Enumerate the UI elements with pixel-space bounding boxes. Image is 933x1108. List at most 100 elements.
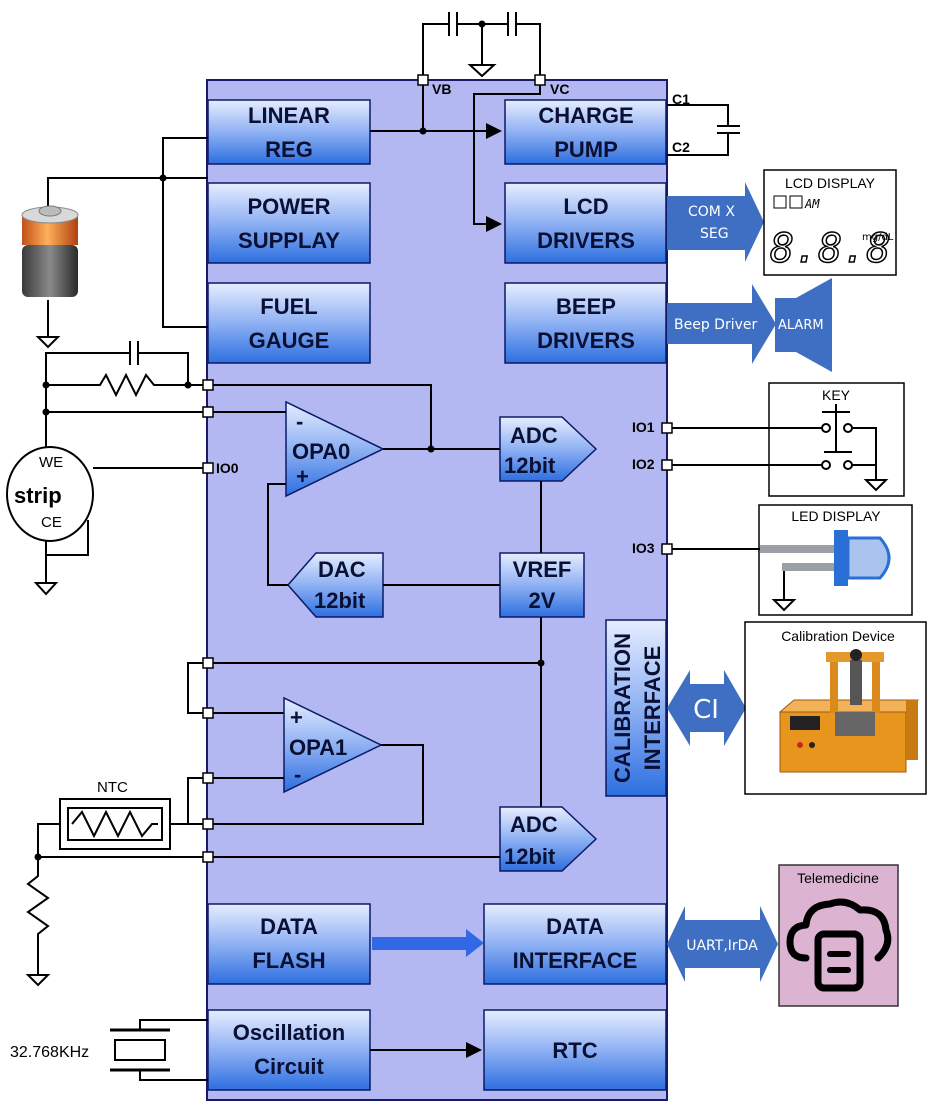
charge-pump-capacitor <box>667 104 740 156</box>
dac-label-1: DAC <box>318 557 366 582</box>
opa1-label: OPA1 <box>289 735 347 760</box>
oscillation-label-2: Circuit <box>254 1054 324 1079</box>
linear-reg-label-2: REG <box>265 137 313 162</box>
calibration-interface-label-1: CALIBRATION <box>610 633 635 783</box>
key-title: KEY <box>822 387 851 403</box>
pin-left-2 <box>202 406 214 418</box>
calibration-device-title: Calibration Device <box>781 628 895 644</box>
vc-pin <box>534 74 546 86</box>
calibration-device-panel: Calibration Device <box>744 621 927 795</box>
lcd-display-unit: mg/dL <box>862 232 894 243</box>
ntc-thermistor: NTC <box>59 779 171 850</box>
c2-label: C2 <box>672 139 690 155</box>
uart-label: UART,IrDA <box>686 938 758 954</box>
led-display-title: LED DISPLAY <box>791 508 881 524</box>
io1-pin <box>661 422 673 434</box>
dac-block: DAC 12bit <box>287 552 384 618</box>
data-interface-block: DATA INTERFACE <box>483 903 667 985</box>
pin-left-1 <box>202 379 214 391</box>
opa0-plus: + <box>296 464 309 489</box>
charge-pump-label-2: PUMP <box>554 137 618 162</box>
lcd-drivers-label-2: DRIVERS <box>537 228 635 253</box>
vref-label-2: 2V <box>529 588 556 613</box>
opa1-plus: + <box>290 705 303 730</box>
calibration-interface-block: CALIBRATION INTERFACE <box>605 619 667 797</box>
power-supply-label-2: SUPPLAY <box>238 228 340 253</box>
led-display-panel: LED DISPLAY <box>672 504 913 616</box>
pin-left-5 <box>202 772 214 784</box>
crystal-oscillator: 32.768KHz <box>10 1019 208 1081</box>
ci-bidirectional-arrow: CI <box>667 670 746 746</box>
alarm-speaker-icon: ALARM <box>775 278 832 372</box>
vref-block: VREF 2V <box>499 552 585 618</box>
cloud-database-icon <box>786 898 892 992</box>
power-supply-block: POWER SUPPLAY <box>207 182 371 264</box>
beep-drivers-label-2: DRIVERS <box>537 328 635 353</box>
adc-bottom-label-1: ADC <box>510 812 558 837</box>
io1-label: IO1 <box>632 419 655 435</box>
telemedicine-panel: Telemedicine <box>778 864 899 1007</box>
vb-label: VB <box>432 81 451 97</box>
adc-top-block: ADC 12bit <box>499 416 598 482</box>
lcd-arrow-label-2: SEG <box>700 226 729 242</box>
io2-pin <box>661 459 673 471</box>
charge-pump-block: CHARGE PUMP <box>504 99 667 165</box>
opa0-amplifier: - OPA0 + <box>285 400 385 498</box>
pin-left-7 <box>202 851 214 863</box>
uart-bidirectional-arrow: UART,IrDA <box>667 906 778 982</box>
opa0-label: OPA0 <box>292 439 350 464</box>
rtc-block: RTC <box>483 1009 667 1091</box>
lcd-drivers-block: LCD DRIVERS <box>504 182 667 264</box>
power-supply-label-1: POWER <box>247 194 330 219</box>
data-interface-label-1: DATA <box>546 914 604 939</box>
data-flash-label-1: DATA <box>260 914 318 939</box>
lcd-display-title: LCD DISPLAY <box>785 175 876 191</box>
fuel-gauge-label-1: FUEL <box>260 294 317 319</box>
lcd-bus-arrow: COM X SEG <box>667 182 764 262</box>
data-interface-label-2: INTERFACE <box>513 948 638 973</box>
flash-to-interface-arrow <box>372 929 484 957</box>
io0-pin <box>202 462 214 474</box>
strip-label: strip <box>14 483 62 508</box>
fuel-gauge-block: FUEL GAUGE <box>207 282 371 364</box>
opa1-minus: - <box>294 762 301 787</box>
linear-reg-label-1: LINEAR <box>248 103 330 128</box>
crystal-label: 32.768KHz <box>10 1044 89 1061</box>
ce-label: CE <box>41 514 62 531</box>
oscillation-label-1: Oscillation <box>233 1020 345 1045</box>
vb-pin <box>417 74 429 86</box>
vref-label-1: VREF <box>513 557 572 582</box>
data-flash-block: DATA FLASH <box>207 903 371 985</box>
c1-label: C1 <box>672 91 690 107</box>
beep-driver-arrow: Beep Driver <box>667 284 776 364</box>
opa1-amplifier: + OPA1 - <box>283 696 383 794</box>
io3-pin <box>661 543 673 555</box>
lcd-arrow-label-1: COM X <box>688 204 735 220</box>
io2-label: IO2 <box>632 456 655 472</box>
opa0-minus: - <box>296 409 303 434</box>
calibration-interface-label-2: INTERFACE <box>640 646 665 771</box>
telemedicine-title: Telemedicine <box>797 870 879 886</box>
io3-label: IO3 <box>632 540 655 556</box>
beep-arrow-label: Beep Driver <box>674 317 757 333</box>
linear-reg-block: LINEAR REG <box>207 99 371 165</box>
pin-left-6 <box>202 818 214 830</box>
vc-label: VC <box>550 81 569 97</box>
adc-top-label-2: 12bit <box>504 453 556 478</box>
calibration-device-image <box>778 649 920 773</box>
charge-pump-label-1: CHARGE <box>538 103 633 128</box>
strip-sensor: WE strip CE <box>6 446 94 542</box>
pin-left-4 <box>202 707 214 719</box>
adc-bottom-block: ADC 12bit <box>499 806 598 872</box>
ntc-label: NTC <box>97 779 128 796</box>
adc-bottom-label-2: 12bit <box>504 844 556 869</box>
dac-label-2: 12bit <box>314 588 366 613</box>
alarm-label: ALARM <box>778 318 824 333</box>
adc-top-label-1: ADC <box>510 423 558 448</box>
pin-left-3 <box>202 657 214 669</box>
fuel-gauge-label-2: GAUGE <box>249 328 330 353</box>
rtc-label: RTC <box>552 1038 597 1063</box>
data-flash-label-2: FLASH <box>252 948 325 973</box>
top-capacitor-network <box>422 12 541 80</box>
